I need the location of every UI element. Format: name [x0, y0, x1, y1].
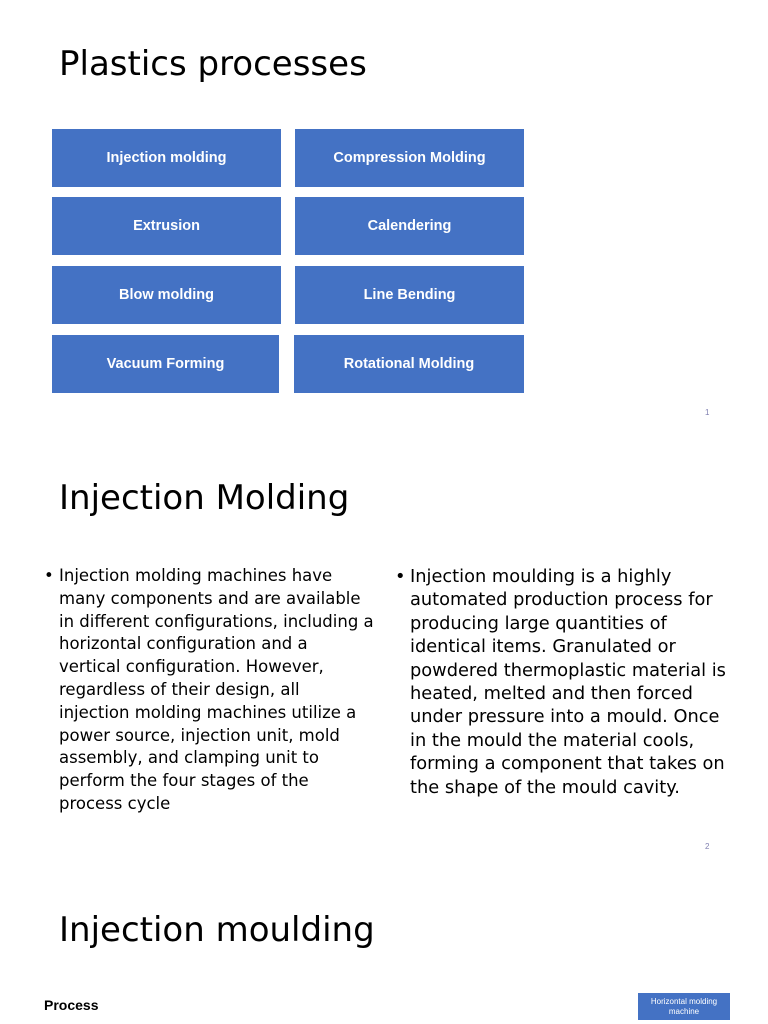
slide-1-page-number: 1	[705, 408, 710, 417]
tile-line-bending[interactable]: Line Bending	[295, 266, 524, 324]
left-bullet-list: Injection molding machines have many com…	[44, 565, 374, 816]
tile-calendering[interactable]: Calendering	[295, 197, 524, 255]
tile-compression-molding[interactable]: Compression Molding	[295, 129, 524, 187]
slide-2-title: Injection Molding	[59, 478, 350, 518]
horizontal-molding-machine-button[interactable]: Horizontal molding machine	[638, 993, 730, 1020]
tile-injection-molding[interactable]: Injection molding	[52, 129, 281, 187]
right-bullet-item: Injection moulding is a highly automated…	[395, 565, 730, 799]
tile-blow-molding[interactable]: Blow molding	[52, 266, 281, 324]
slide-2-page-number: 2	[705, 842, 710, 851]
tile-rotational-molding[interactable]: Rotational Molding	[294, 335, 524, 393]
slide-1-title: Plastics processes	[59, 44, 367, 84]
right-bullet-list: Injection moulding is a highly automated…	[395, 565, 730, 799]
tile-extrusion[interactable]: Extrusion	[52, 197, 281, 255]
slide-1: Plastics processes Injection molding Com…	[0, 0, 768, 430]
tile-vacuum-forming[interactable]: Vacuum Forming	[52, 335, 279, 393]
process-label: Process	[44, 997, 99, 1013]
slide-3-title: Injection moulding	[59, 910, 375, 950]
left-bullet-item: Injection molding machines have many com…	[44, 565, 374, 816]
